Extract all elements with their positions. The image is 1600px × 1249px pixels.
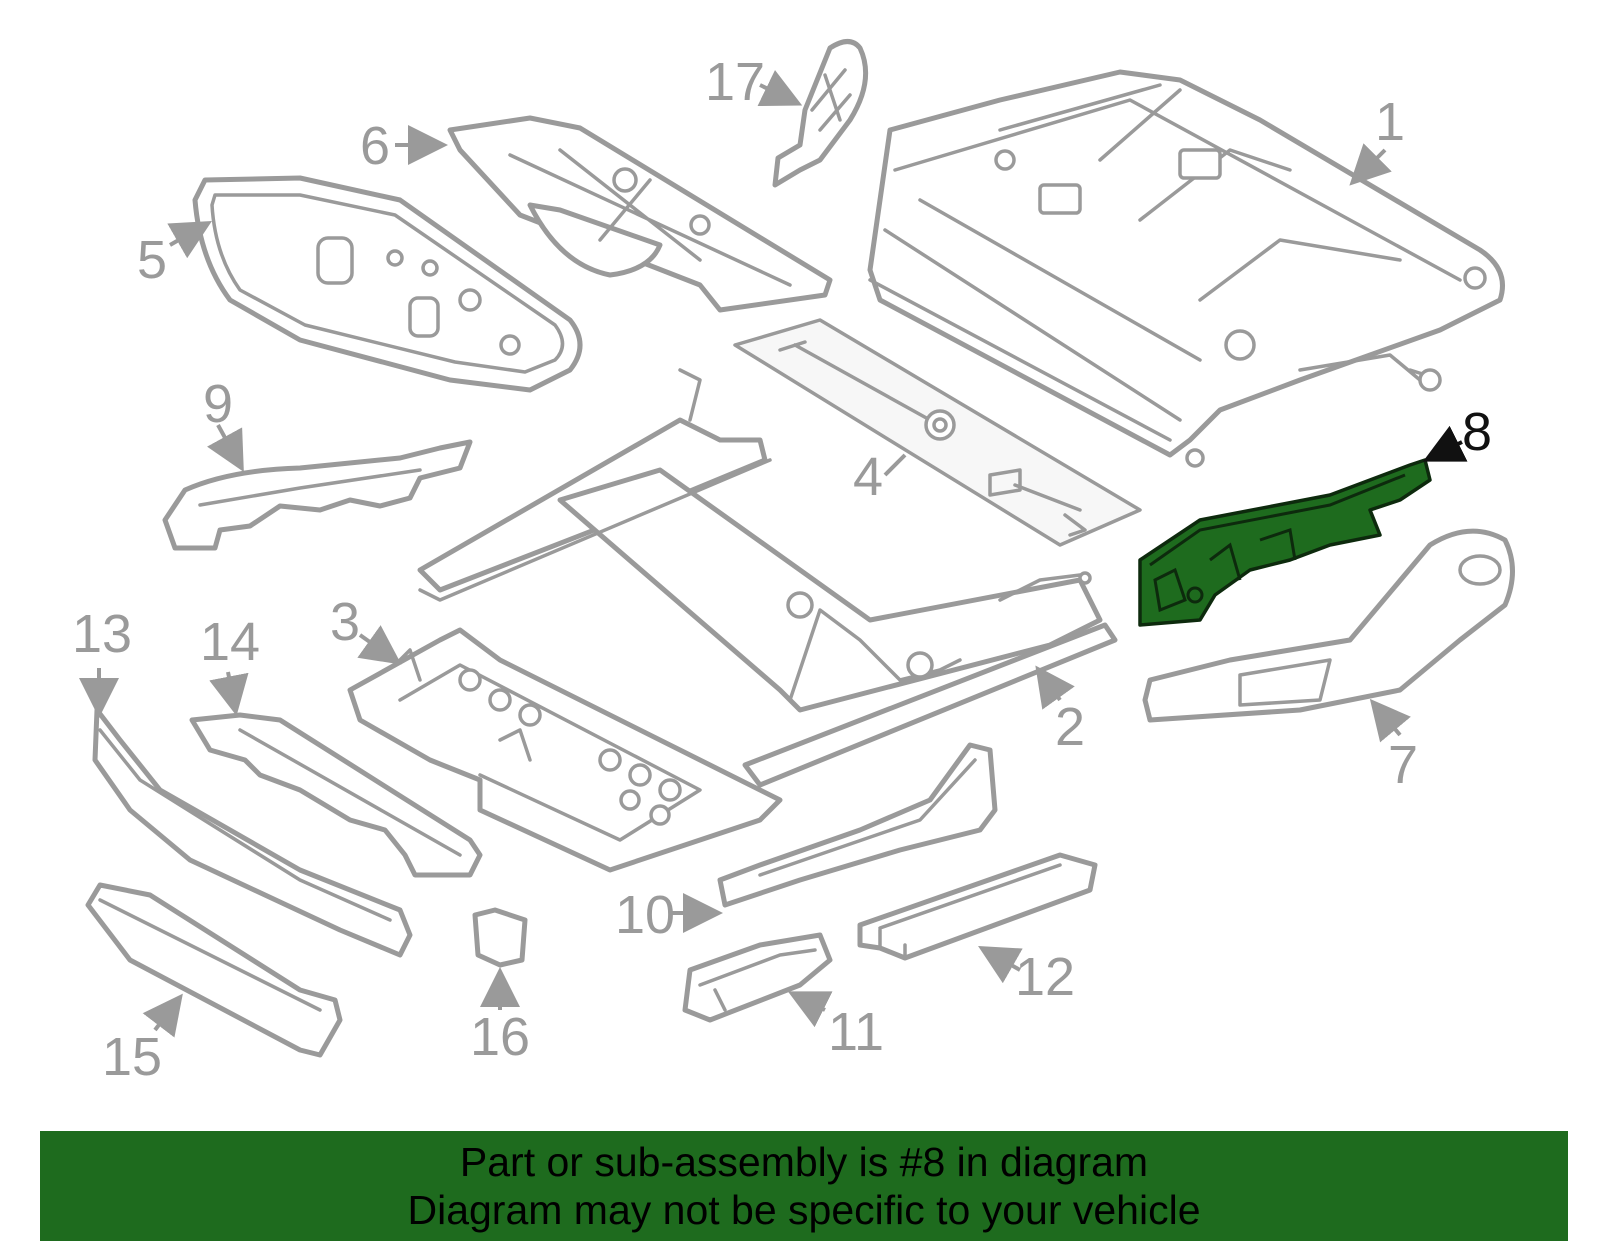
part-4-cable-kit [733,318,1142,547]
part-17-bracket [772,39,869,188]
part-13-long-trim [92,707,413,958]
part-6-plate [447,115,833,313]
callout-15: 15 [102,1027,162,1087]
callout-10: 10 [615,885,675,945]
leader-lines [79,70,1468,1038]
callout-4: 4 [853,447,883,507]
part-12-rail-cover [857,852,1098,961]
banner-line-1: Part or sub-assembly is #8 in diagram [459,1139,1149,1185]
callout-7: 7 [1388,735,1418,795]
part-1-seat-frame [867,69,1505,468]
callout-6: 6 [360,116,390,176]
part-9-trim [162,439,473,551]
callout-17: 17 [705,52,765,112]
callout-11: 11 [828,1002,884,1062]
callout-16: 16 [470,1007,530,1067]
callout-1: 1 [1375,92,1405,152]
part-2-seat-track [417,368,1118,788]
callout-8: 8 [1462,402,1492,462]
callout-labels: 1 2 3 4 5 6 7 8 9 10 11 12 13 14 15 16 1… [72,52,1492,1087]
part-15-panel [85,882,343,1058]
callout-3: 3 [330,592,360,652]
part-8-side-bracket-highlighted [1138,458,1432,627]
part-3-base-plate [347,627,783,873]
part-14-trim [189,712,483,878]
banner-line-2: Diagram may not be specific to your vehi… [407,1187,1201,1233]
callout-5: 5 [137,230,167,290]
callout-12: 12 [1015,947,1075,1007]
part-11-slider-cover [682,932,833,1023]
callout-13: 13 [72,604,132,664]
part-10-trim [717,742,998,908]
part-16-clip [472,907,528,968]
callout-2: 2 [1055,697,1085,757]
info-banner: Part or sub-assembly is #8 in diagram Di… [40,1131,1568,1241]
part-7-side-cover [1142,528,1515,723]
callout-14: 14 [200,612,260,672]
callout-9: 9 [203,374,233,434]
